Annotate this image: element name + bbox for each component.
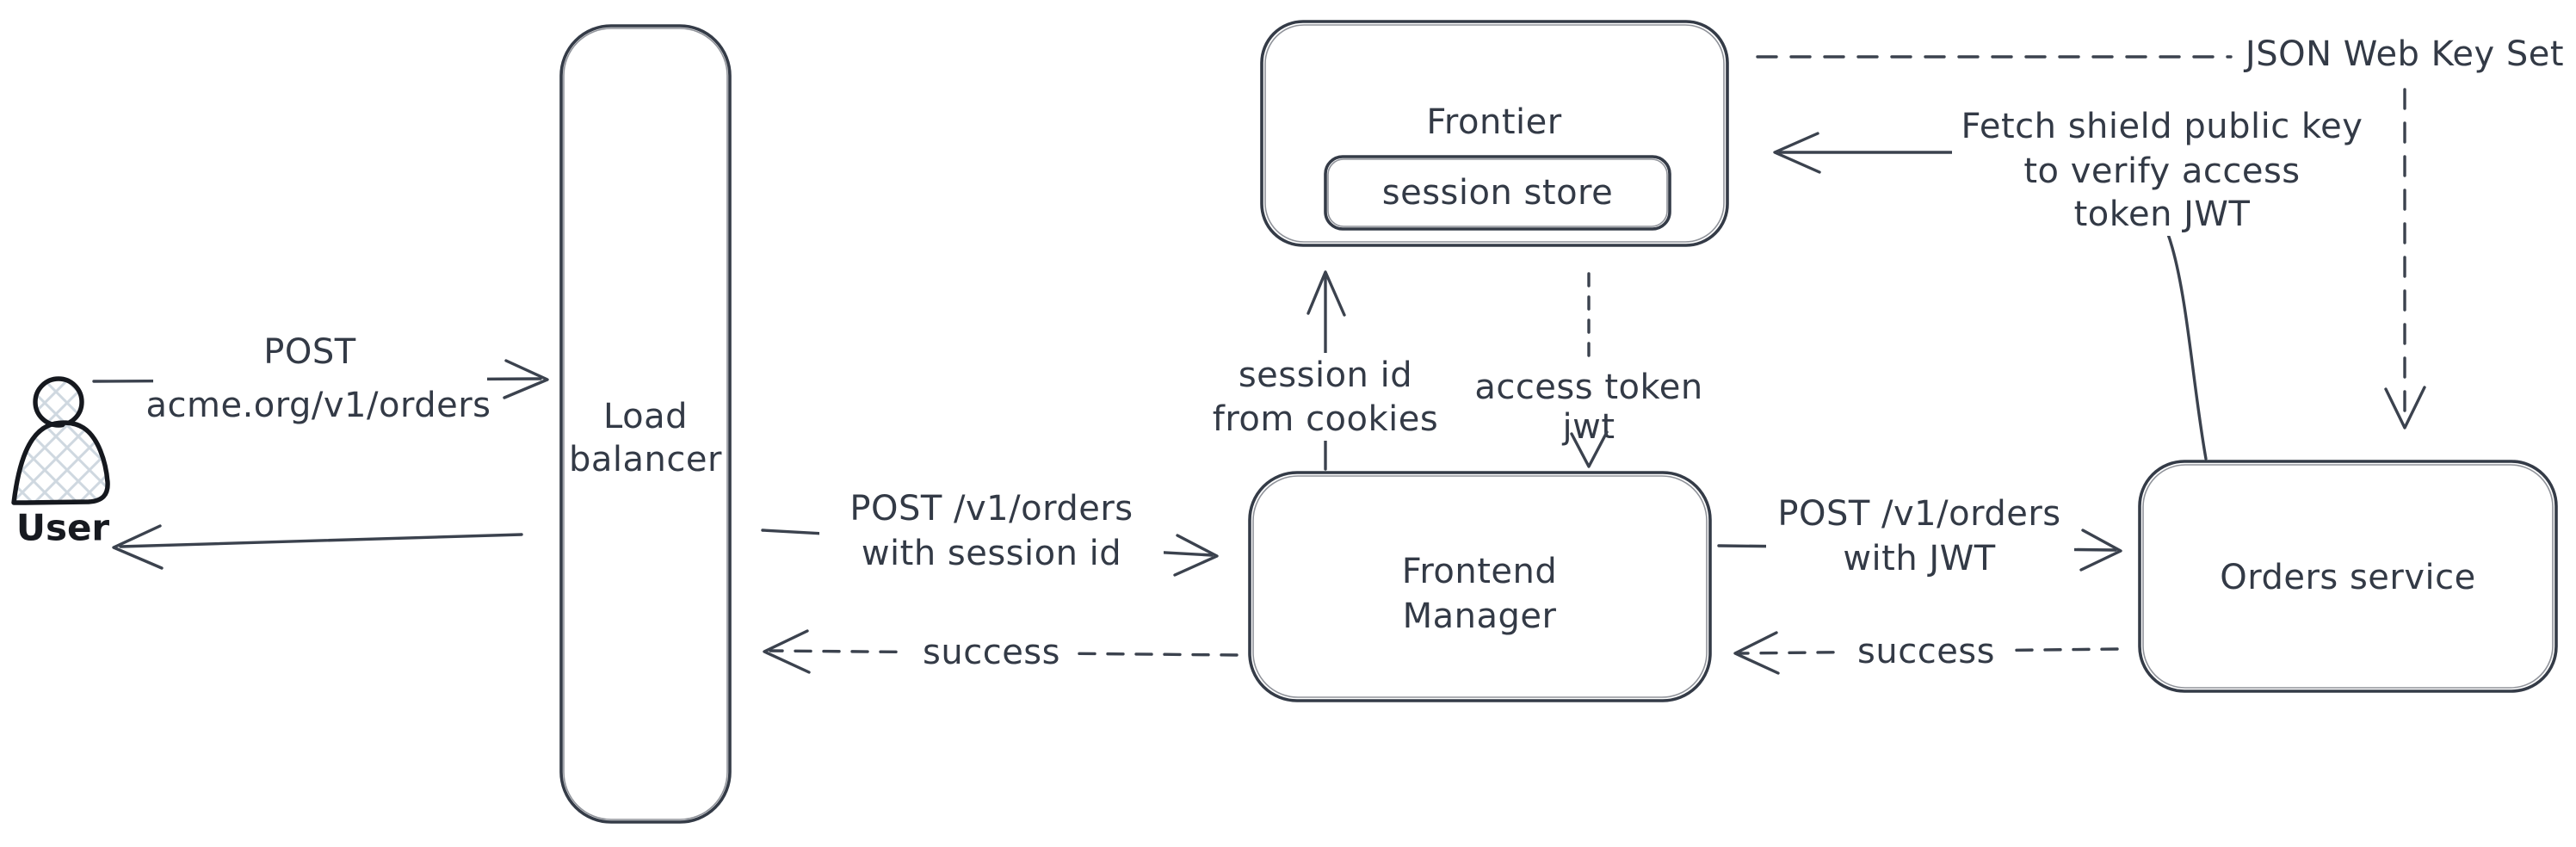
load-balancer-label-line1: Load <box>603 397 688 436</box>
session-store-box-sketch <box>1327 158 1668 227</box>
session-store-label: session store <box>1382 173 1613 213</box>
edge-fm-to-lb-labelbg <box>905 629 1078 676</box>
edge-session-store-to-fm-label-line2: jwt <box>1561 407 1615 447</box>
edge-orders-to-fm: success <box>1733 630 2119 675</box>
jwks-arrowhead-icon <box>2384 386 2426 430</box>
frontend-manager-label-line1: Frontend <box>1402 552 1558 591</box>
edge-orders-to-frontier-label-line2: to verify access <box>2023 151 2300 191</box>
edge-session-store-to-fm: access token jwt <box>1473 272 1704 468</box>
edge-user-to-lb-label-line2: acme.org/v1/orders <box>146 386 491 425</box>
edge-jwks: JSON Web Key Set <box>1756 34 2564 430</box>
edge-orders-to-frontier-label-line1: Fetch shield public key <box>1961 107 2363 146</box>
edge-lb-to-fm-labelbg <box>819 485 1164 578</box>
orders-service-box-sketch <box>2142 464 2554 689</box>
edge-fm-to-orders: POST /v1/orders with JWT <box>1717 491 2122 582</box>
edge-lb-to-fm-label-line1: POST /v1/orders <box>849 489 1133 529</box>
user-head-icon <box>33 376 84 428</box>
edge-orders-to-frontier-arrowhead-icon <box>1773 132 1821 174</box>
frontend-manager-box <box>1248 471 1712 702</box>
frontier-box-sketch <box>1264 24 1725 243</box>
edge-lb-to-user <box>112 524 523 570</box>
edge-fm-to-session-store-label-line2: from cookies <box>1213 399 1438 439</box>
orders-service-node: Orders service <box>2138 460 2558 693</box>
edge-user-to-lb-labelbg <box>153 332 487 427</box>
edge-fm-to-orders-arrowhead-icon <box>2079 529 2122 572</box>
edge-orders-to-frontier: Fetch shield public key to verify access… <box>1773 102 2372 461</box>
edge-fm-to-orders-label-line2: with JWT <box>1843 539 1995 578</box>
load-balancer-label-line2: balancer <box>569 440 722 479</box>
edge-orders-to-frontier-labelbg <box>1952 102 2372 236</box>
edge-user-to-lb: POST acme.org/v1/orders <box>92 332 549 427</box>
edge-fm-to-lb-label: success <box>923 633 1060 672</box>
frontier-node: Frontier session store <box>1260 20 1729 247</box>
edge-session-store-to-fm-label-line1: access token <box>1474 368 1702 407</box>
edge-orders-to-fm-line <box>1739 647 2119 655</box>
frontend-manager-box-sketch <box>1252 475 1708 698</box>
session-store-box <box>1324 155 1671 231</box>
orders-service-box <box>2138 460 2558 693</box>
orders-service-label: Orders service <box>2220 558 2476 597</box>
user-body-icon <box>11 420 110 505</box>
load-balancer-box-sketch <box>563 28 728 820</box>
edge-fm-to-session-store-arrowhead-icon <box>1307 270 1346 317</box>
edge-user-to-lb-label-line1: POST <box>263 332 355 372</box>
edge-fm-to-session-store: session id from cookies <box>1208 270 1442 471</box>
jwks-label: JSON Web Key Set <box>2243 34 2564 74</box>
frontier-label: Frontier <box>1426 102 1561 142</box>
edge-lb-to-fm: POST /v1/orders with session id <box>761 485 1219 578</box>
edge-orders-to-fm-labelbg <box>1842 630 2012 675</box>
edge-fm-to-orders-labelbg <box>1766 491 2074 582</box>
edge-fm-to-lb-arrowhead-icon <box>763 629 811 674</box>
edge-orders-to-fm-label: success <box>1857 632 1995 671</box>
edge-user-to-lb-arrowhead-icon <box>503 359 549 399</box>
edge-lb-to-user-arrowhead-icon <box>112 524 164 570</box>
frontend-manager-node: Frontend Manager <box>1248 471 1712 702</box>
edge-fm-to-lb: success <box>763 629 1239 676</box>
edge-lb-to-fm-label-line2: with session id <box>862 534 1121 573</box>
user-label: User <box>16 507 110 549</box>
edge-fm-to-session-store-label-line1: session id <box>1239 355 1412 395</box>
frontend-manager-label-line2: Manager <box>1403 597 1557 636</box>
edge-lb-to-user-line <box>119 533 523 548</box>
edge-orders-to-frontier-label-line3: token JWT <box>2074 195 2251 234</box>
edge-lb-to-fm-arrowhead-icon <box>1173 534 1219 577</box>
edge-session-store-to-fm-arrowhead-icon <box>1570 430 1609 468</box>
edge-fm-to-orders-label-line1: POST /v1/orders <box>1777 494 2060 534</box>
edge-fm-to-session-store-labelbg <box>1208 353 1442 441</box>
load-balancer-node: Load balancer <box>559 24 732 824</box>
edge-orders-to-fm-arrowhead-icon <box>1733 631 1780 675</box>
load-balancer-box <box>559 24 732 824</box>
user-node: User <box>11 376 110 549</box>
edge-session-store-to-fm-labelbg <box>1473 365 1704 451</box>
